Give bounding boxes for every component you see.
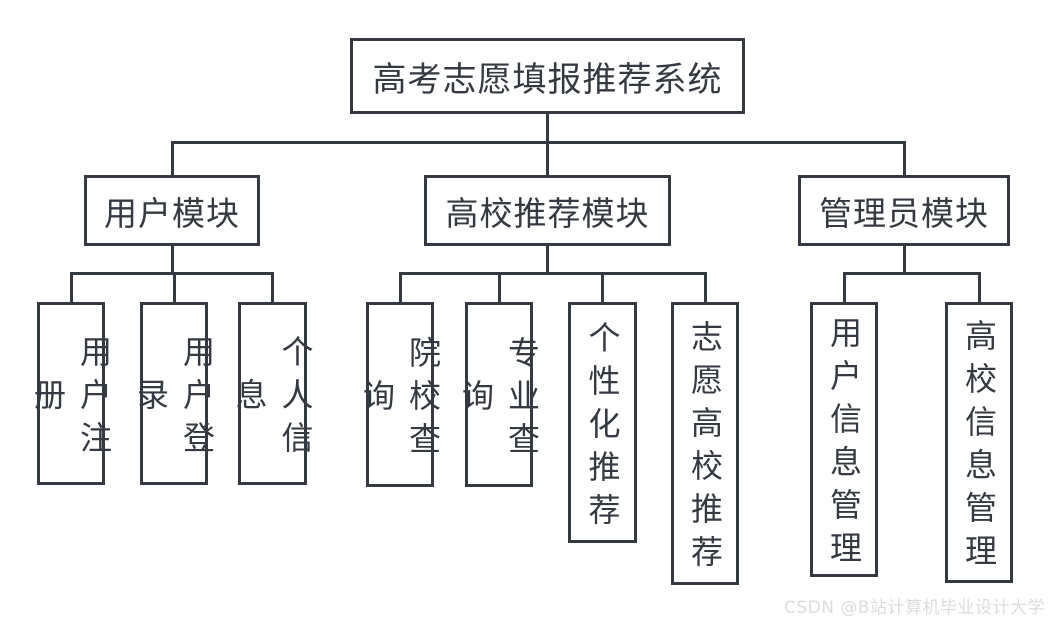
connector-line (170, 141, 174, 177)
connector-line (546, 244, 549, 275)
connector-line (172, 272, 176, 304)
connector-line (601, 272, 604, 304)
connector-line (902, 244, 906, 275)
node-college-info-manage: 高校信息管理 (945, 302, 1013, 583)
connector-line (69, 272, 274, 275)
connector-line (842, 272, 846, 304)
node-college-query: 院校查询 (358, 302, 442, 487)
connector-line (271, 272, 274, 304)
node-major-query: 专业查询 (457, 302, 541, 487)
connector-line (703, 272, 707, 304)
connector-line (546, 141, 549, 177)
node-admin-module: 管理员模块 (798, 175, 1010, 246)
connector-line (398, 272, 402, 304)
node-personal-info: 个人信息 (231, 302, 315, 485)
connector-line (69, 272, 73, 304)
node-user-info-manage: 用户信息管理 (810, 302, 878, 577)
connector-line (977, 272, 981, 304)
connector-line (842, 272, 981, 275)
watermark-text: CSDN @B站计算机毕业设计大学 (783, 598, 1045, 618)
connector-line (546, 112, 549, 144)
connector-line (398, 272, 707, 275)
node-user-login: 用户登录 (132, 302, 216, 485)
node-root: 高考志愿填报推荐系统 (350, 38, 745, 114)
node-user-register: 用户注册 (29, 302, 113, 485)
connector-line (497, 272, 501, 304)
connector-line (170, 244, 174, 275)
connector-line (170, 141, 906, 144)
node-recommend-module: 高校推荐模块 (424, 175, 671, 246)
node-user-module: 用户模块 (84, 175, 260, 246)
connector-line (902, 141, 906, 177)
node-personalized-recommend: 个性化推荐 (568, 302, 637, 543)
node-volunteer-college-recommend: 志愿高校推荐 (671, 302, 739, 585)
